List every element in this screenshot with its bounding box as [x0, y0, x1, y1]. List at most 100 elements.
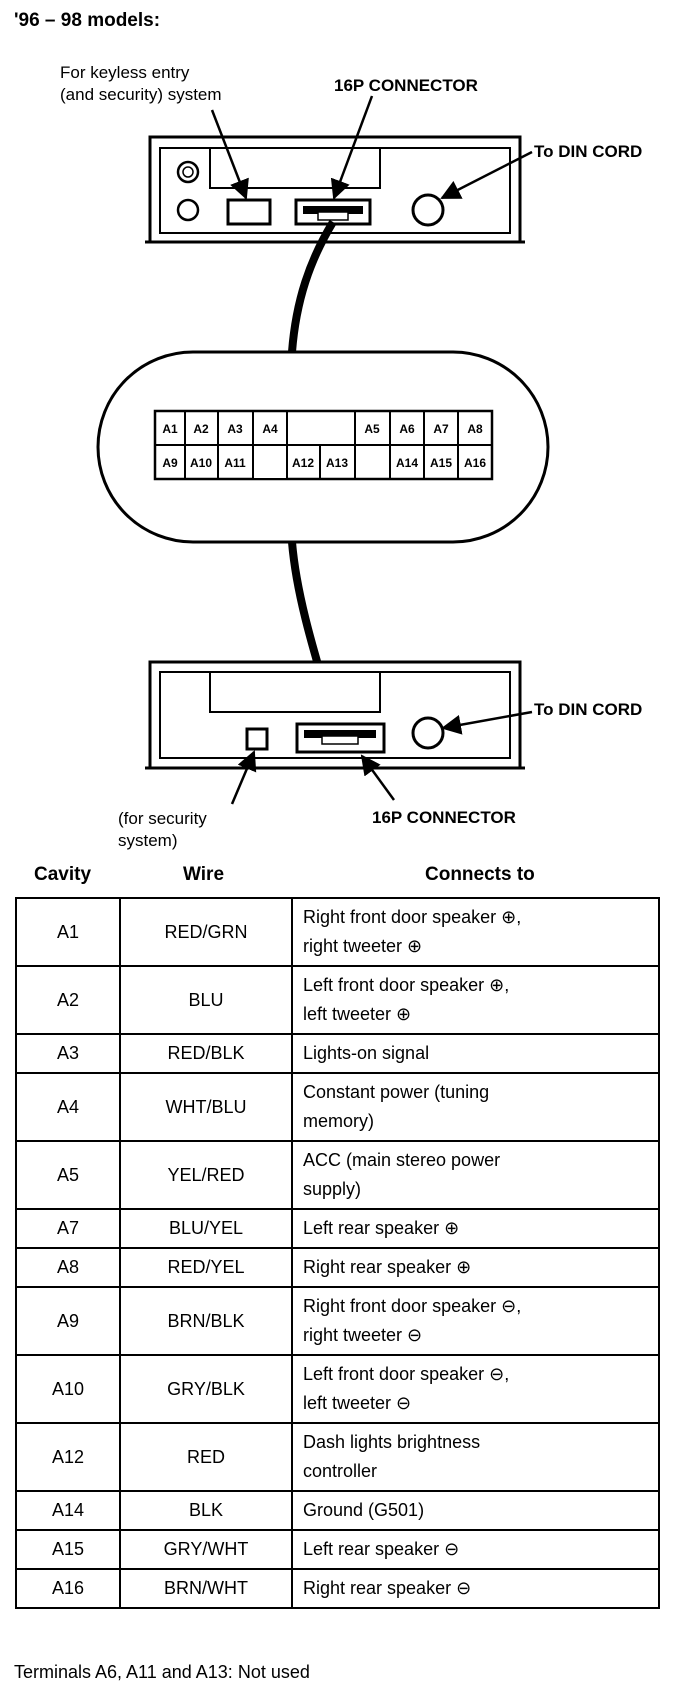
footnote: Terminals A6, A11 and A13: Not used: [14, 1662, 310, 1682]
pin-a4: A4: [262, 422, 278, 436]
pin-a6: A6: [399, 422, 415, 436]
keyless-entry-connector: [226, 198, 272, 226]
connects-to-line: Left rear speaker ⊖: [303, 1539, 460, 1559]
cavity-cell: A5: [15, 1140, 121, 1210]
pin-a9: A9: [162, 456, 178, 470]
din-jack-icon: [411, 193, 445, 227]
connects-to-cell: Right front door speaker ⊖, right tweeter…: [291, 1286, 660, 1356]
connects-to-cell: Left rear speaker ⊕: [291, 1208, 660, 1249]
cavity-cell: A14: [15, 1490, 121, 1531]
cavity-cell: A2: [15, 965, 121, 1035]
connects-to-line: left tweeter ⊖: [303, 1393, 412, 1413]
cavity-cell: A7: [15, 1208, 121, 1249]
wire-cell: BRN/WHT: [119, 1568, 293, 1609]
connects-to-cell: Lights-on signal: [291, 1033, 660, 1074]
wire-cell: RED/GRN: [119, 897, 293, 967]
wire-cell: RED/YEL: [119, 1247, 293, 1288]
pin-a2: A2: [193, 422, 209, 436]
bottom-din-label: To DIN CORD: [534, 700, 643, 719]
pin-a8: A8: [467, 422, 483, 436]
connects-to-line: Right front door speaker ⊕,: [303, 907, 522, 927]
pin-a16: A16: [464, 456, 486, 470]
cavity-cell: A4: [15, 1072, 121, 1142]
pin-a3: A3: [227, 422, 243, 436]
connects-to-cell: Constant power (tuning memory): [291, 1072, 660, 1142]
connects-to-line: Left rear speaker ⊕: [303, 1218, 460, 1238]
wire-cell: GRY/WHT: [119, 1529, 293, 1570]
connects-to-line: Dash lights brightness: [303, 1432, 481, 1452]
header-wire: Wire: [183, 864, 225, 885]
wiring-diagram: A1 A2 A3 A4 A5 A6 A7 A8 A9 A10 A11 A12 A…: [96, 95, 550, 805]
connects-to-cell: Dash lights brightness controller: [291, 1422, 660, 1492]
connects-to-cell: Ground (G501): [291, 1490, 660, 1531]
din-jack-icon: [411, 716, 445, 750]
connects-to-line: controller: [303, 1461, 378, 1481]
pin-a10: A10: [190, 456, 212, 470]
pin-a11: A11: [224, 456, 246, 470]
connects-to-cell: Right front door speaker ⊕,right tweeter…: [291, 897, 660, 967]
connects-to-cell: Left front door speaker ⊕, left tweeter ⊕: [291, 965, 660, 1035]
connects-to-line: Ground (G501): [303, 1500, 425, 1520]
cavity-cell: A12: [15, 1422, 121, 1492]
bottom-connector-label: 16P CONNECTOR: [372, 808, 516, 827]
connects-to-line: Right front door speaker ⊖,: [303, 1296, 522, 1316]
connects-to-line: Constant power (tuning: [303, 1082, 490, 1102]
cavity-cell: A3: [15, 1033, 121, 1074]
cavity-cell: A1: [15, 897, 121, 967]
wire-cell: RED/BLK: [119, 1033, 293, 1074]
connects-to-line: right tweeter ⊖: [303, 1325, 423, 1345]
top-connector-label: 16P CONNECTOR: [334, 76, 478, 95]
connects-to-cell: Left rear speaker ⊖: [291, 1529, 660, 1570]
connects-to-line: supply): [303, 1179, 362, 1199]
connector-face: A1 A2 A3 A4 A5 A6 A7 A8 A9 A10 A11 A12 A…: [96, 350, 550, 544]
wire-cell: GRY/BLK: [119, 1354, 293, 1424]
mount-hole-icon: [176, 198, 200, 222]
wire-cell: BLU/YEL: [119, 1208, 293, 1249]
header-connects-to: Connects to: [425, 864, 535, 885]
security-connector: [245, 727, 269, 751]
security-label: (for security system): [118, 809, 207, 850]
connects-to-cell: Right rear speaker ⊕: [291, 1247, 660, 1288]
cavity-cell: A16: [15, 1568, 121, 1609]
pin-a13: A13: [326, 456, 348, 470]
connects-to-line: ACC (main stereo power: [303, 1150, 501, 1170]
connects-to-cell: ACC (main stereo power supply): [291, 1140, 660, 1210]
cavity-cell: A9: [15, 1286, 121, 1356]
connects-to-line: Right rear speaker ⊖: [303, 1578, 472, 1598]
connects-to-line: Lights-on signal: [303, 1043, 430, 1063]
wire-cell: BRN/BLK: [119, 1286, 293, 1356]
connects-to-cell: Left front door speaker ⊖, left tweeter ⊖: [291, 1354, 660, 1424]
mount-hole-icon: [176, 160, 200, 184]
wire-cell: RED: [119, 1422, 293, 1492]
pin-a12: A12: [292, 456, 314, 470]
wire-cell: YEL/RED: [119, 1140, 293, 1210]
bottom-radio-unit: [145, 660, 525, 770]
cavity-cell: A10: [15, 1354, 121, 1424]
pin-a1: A1: [162, 422, 178, 436]
header-cavity: Cavity: [34, 864, 92, 885]
connects-to-line: Left front door speaker ⊖,: [303, 1364, 510, 1384]
connects-to-line: memory): [303, 1111, 374, 1131]
pin-a5: A5: [364, 422, 380, 436]
wire-cell: WHT/BLU: [119, 1072, 293, 1142]
connects-to-line: Left front door speaker ⊕,: [303, 975, 510, 995]
wire-cell: BLU: [119, 965, 293, 1035]
top-din-label: To DIN CORD: [534, 142, 643, 161]
cavity-cell: A15: [15, 1529, 121, 1570]
connects-to-line: left tweeter ⊕: [303, 1004, 412, 1024]
pin-a14: A14: [396, 456, 418, 470]
wire-cell: BLK: [119, 1490, 293, 1531]
connects-to-cell: Right rear speaker ⊖: [291, 1568, 660, 1609]
pin-a7: A7: [433, 422, 449, 436]
pin-a15: A15: [430, 456, 452, 470]
